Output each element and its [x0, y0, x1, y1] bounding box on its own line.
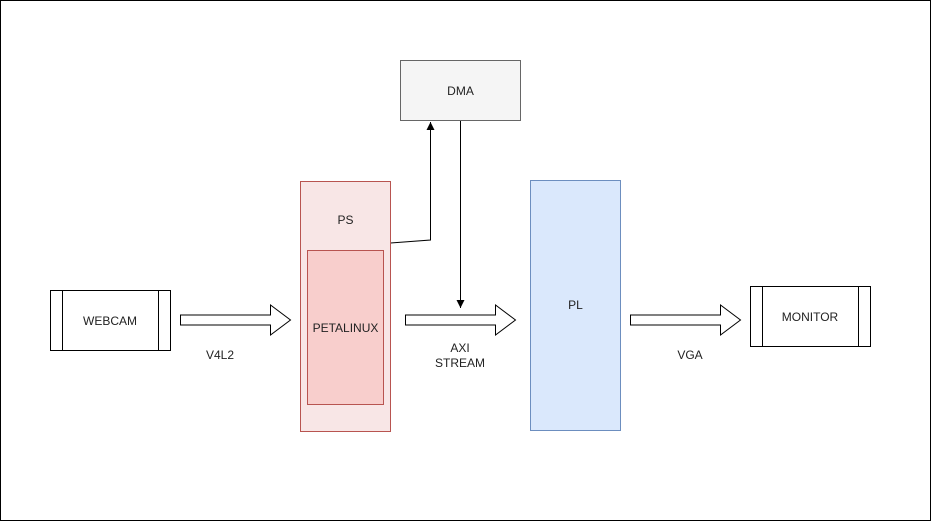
pl-node[interactable]: PL — [530, 180, 621, 431]
axi-stream-block-arrow[interactable] — [405, 304, 517, 336]
ps-label: PS — [337, 213, 354, 227]
monitor-shape[interactable] — [750, 286, 871, 347]
dma-node[interactable]: DMA — [400, 60, 521, 121]
axi-label-line1: AXI — [450, 341, 470, 355]
petalinux-node[interactable]: PETALINUX — [307, 250, 384, 405]
vga-label: VGA — [677, 348, 703, 362]
webcam-label: WEBCAM — [83, 313, 137, 328]
monitor-label: MONITOR — [781, 309, 839, 324]
v4l2-label: V4L2 — [205, 348, 235, 362]
pl-label: PL — [568, 298, 583, 312]
ps-to-dma-connector[interactable] — [390, 122, 435, 244]
axi-label-line2: STREAM — [434, 356, 485, 370]
dma-label: DMA — [447, 83, 474, 98]
petalinux-label: PETALINUX — [312, 320, 379, 335]
vga-block-arrow[interactable] — [630, 304, 742, 336]
webcam-shape[interactable] — [50, 290, 171, 351]
v4l2-block-arrow[interactable] — [180, 304, 292, 336]
